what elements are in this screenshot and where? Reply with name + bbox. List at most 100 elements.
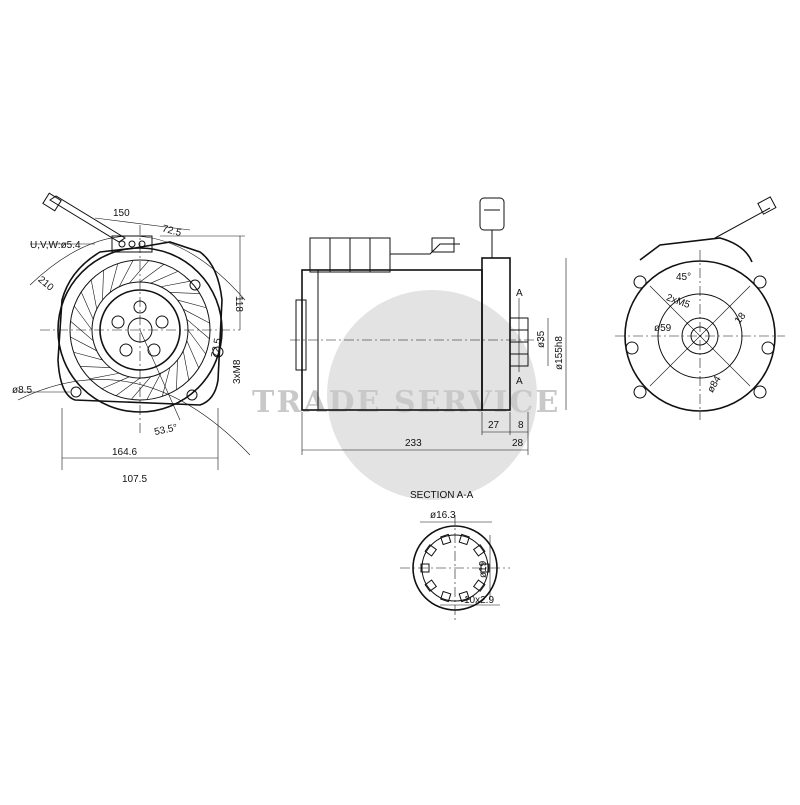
front-mount-hole: [186, 389, 198, 401]
dim-label: 150: [113, 208, 130, 219]
fan-blade: [186, 340, 200, 369]
fan-blade: [80, 291, 94, 320]
fan-blade: [176, 359, 178, 390]
side-view: 233 27 8 28 ø35 ø155h8 A A: [290, 197, 567, 455]
watermark: TRADE SERVICE: [252, 290, 560, 500]
front-mount-hole: [70, 386, 82, 398]
front-hub-hole: [119, 343, 133, 357]
fan-blade: [161, 367, 171, 397]
fan-blade: [183, 308, 210, 324]
dim-label: 28: [512, 438, 524, 449]
dim-label: 164.6: [112, 447, 137, 458]
dim-label: 72.5: [161, 223, 183, 239]
spline-tooth: [458, 533, 470, 546]
section-marker-label: A: [516, 376, 523, 387]
dim-label: ø19: [478, 560, 489, 578]
fan-blade: [70, 321, 94, 341]
fan-blade: [131, 376, 151, 400]
section-marker-label: A: [516, 288, 523, 299]
fan-blade: [115, 377, 141, 396]
rear-sensor-connector: [757, 196, 777, 215]
fan-blade: [169, 292, 200, 294]
dim-label: ø35: [536, 330, 547, 348]
rear-junction-outline: [639, 237, 753, 263]
fan-blade: [139, 264, 165, 283]
dim-label: 45°: [676, 272, 691, 283]
front-hub-hole: [147, 343, 161, 357]
spline-tooth: [472, 579, 486, 592]
fan-blade: [118, 260, 134, 287]
section-view: SECTION A-A ø16.3 ø19 10x2.9: [400, 490, 510, 620]
dim-label: 27: [488, 420, 500, 431]
terminal-stud: [138, 240, 146, 248]
front-hub-hole: [155, 315, 169, 329]
front-view: 150 72.5 U,V,W:ø5.4 210 118 72.5 3xM8 ø8…: [12, 192, 251, 485]
rear-mount-hole: [633, 275, 647, 289]
dim-label: 118: [233, 296, 244, 312]
rear-view: 45° 2xM5 ø59 ø84 18: [615, 196, 785, 420]
watermark-circle: [327, 290, 537, 500]
terminal-stud: [128, 240, 136, 248]
fan-blade: [70, 336, 97, 352]
dim-label: ø8.5: [12, 385, 32, 396]
rear-mount-hole: [753, 385, 767, 399]
spline-tooth: [472, 544, 486, 557]
dim-line-d150: [94, 217, 191, 231]
rear-mount-hole: [633, 385, 647, 399]
dim-label: ø59: [654, 323, 672, 334]
dim-label: 72.5: [210, 337, 224, 359]
fan-blade: [186, 319, 210, 339]
rear-mount-hole: [761, 341, 775, 355]
fan-blade: [150, 270, 179, 284]
section-title: SECTION A-A: [410, 490, 474, 501]
fan-blade: [129, 260, 149, 284]
fan-blade: [182, 350, 190, 381]
rear-sensor-cable: [714, 207, 771, 239]
front-mount-hole: [212, 346, 224, 358]
dim-label: U,V,W:ø5.4: [30, 240, 81, 251]
terminal-stud: [118, 240, 126, 248]
side-cable-plug: [431, 237, 455, 253]
front-housing-outline: [57, 241, 223, 406]
fan-blade: [90, 279, 98, 310]
rear-mount-hole: [753, 275, 767, 289]
fan-blade: [146, 373, 162, 400]
dim-label: 3xM8: [232, 359, 243, 384]
rear-diag: [649, 285, 751, 387]
fan-blade: [102, 270, 104, 301]
fan-blade: [80, 366, 111, 368]
dim-line-d53_5: [139, 329, 181, 421]
fan-blade: [187, 329, 206, 355]
dim-label: 8: [518, 420, 524, 431]
dim-label: ø155h8: [554, 336, 565, 370]
fan-blade: [89, 372, 120, 380]
fan-blade: [177, 299, 207, 309]
spline-tooth: [440, 533, 452, 546]
fan-blade: [109, 263, 119, 293]
fan-blade: [73, 351, 103, 361]
front-fan-blades: [70, 260, 210, 400]
front-mount-hole: [189, 279, 201, 291]
side-sensor-connector: [479, 197, 505, 231]
front-hub-hole: [111, 315, 125, 329]
spline-tooth: [424, 579, 438, 592]
dim-label: 233: [405, 438, 422, 449]
fan-blade: [101, 376, 130, 390]
spline-tooth: [440, 590, 452, 603]
dim-label: 10x2.9: [464, 595, 494, 606]
dim-label: 53.5°: [153, 422, 178, 438]
side-rear-fan: [295, 299, 307, 371]
dim-arc-d210: [29, 235, 246, 301]
fan-blade: [74, 305, 93, 331]
spline-tooth: [458, 590, 470, 603]
spline-tooth: [424, 544, 438, 557]
side-cable: [390, 243, 460, 255]
dim-arc-d107_5: [17, 379, 251, 456]
dim-label: ø16.3: [430, 510, 456, 521]
fan-blade: [160, 280, 191, 288]
front-sensor-cable: [49, 195, 126, 243]
watermark-text: TRADE SERVICE: [252, 385, 560, 420]
dim-label: 107.5: [122, 474, 147, 485]
rear-mount-hole: [625, 341, 639, 355]
